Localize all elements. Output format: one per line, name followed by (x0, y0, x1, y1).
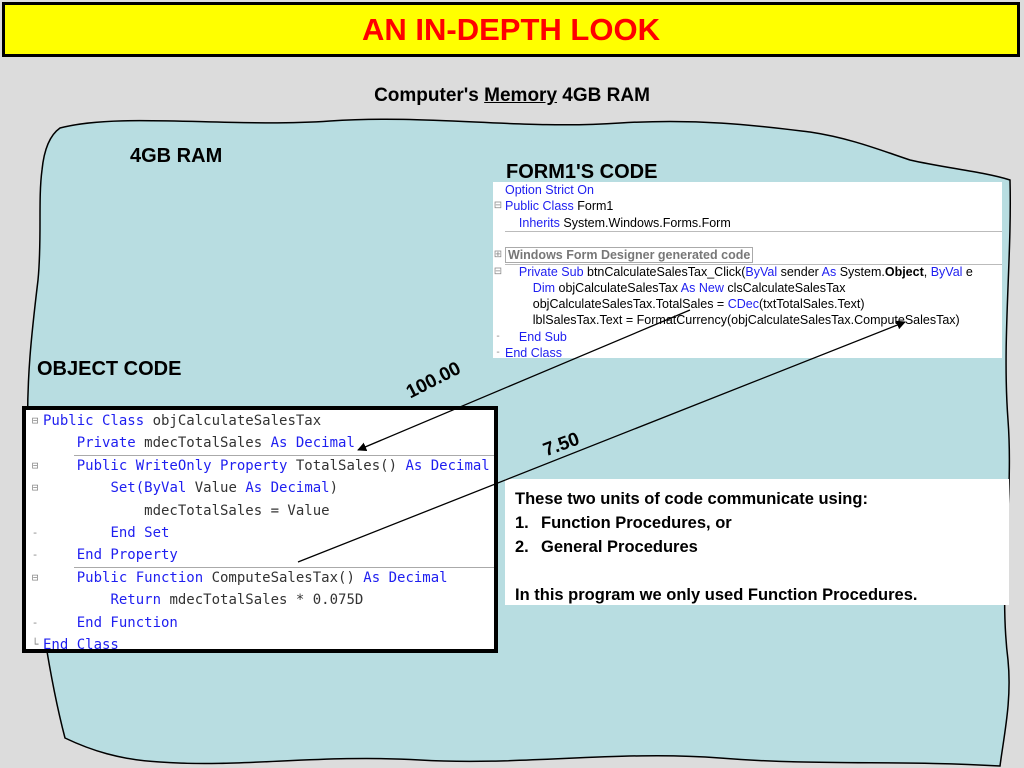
subtitle-memory: Memory (484, 85, 558, 106)
form1-code-line-text: End Sub (518, 329, 567, 344)
object-code-line: mdecTotalSales = Value (26, 500, 494, 522)
object-code-panel: ⊟ Public Class objCalculateSalesTax Priva… (22, 406, 498, 653)
code-separator (505, 263, 1002, 265)
outline-glyph-icon: ⊟ (493, 200, 503, 212)
form1-code-line: lblSalesTax.Text = FormatCurrency(objCal… (493, 312, 1002, 328)
outline-glyph-icon: └ (31, 638, 39, 651)
title-banner: AN IN-DEPTH LOOK (2, 2, 1020, 57)
object-code-line: Private mdecTotalSales As Decimal (26, 432, 494, 454)
object-code-line: - End Property (26, 544, 494, 566)
outline-glyph-icon: - (31, 526, 39, 539)
form1-code-line-text: Private Sub btnCalculateSalesTax_Click(B… (518, 264, 973, 279)
outline-glyph-icon (493, 182, 503, 198)
form1-code-line: objCalculateSalesTax.TotalSales = CDec(t… (493, 296, 1002, 312)
object-code-line: ⊟ Public Function ComputeSalesTax() As D… (26, 567, 494, 589)
form1-code-line-text: Inherits System.Windows.Forms.Form (518, 215, 731, 230)
note-item-1-num: 1. (515, 514, 529, 532)
note-item-2-num: 2. (515, 538, 529, 556)
form1-code-line: ⊟Public Class Form1 (493, 198, 1002, 214)
form1-code-line: Option Strict On (493, 182, 1002, 198)
form1-code-line-text: objCalculateSalesTax.TotalSales = CDec(t… (505, 297, 865, 312)
outline-glyph-icon (28, 500, 42, 522)
object-code-line: ⊟ Set(ByVal Value As Decimal) (26, 477, 494, 499)
object-code-line-text: End Class (43, 637, 119, 653)
outline-glyph-icon: ⊟ (493, 265, 503, 277)
outline-glyph-icon (28, 589, 42, 611)
outline-glyph-icon: - (31, 615, 39, 629)
form1-code-line: Inherits System.Windows.Forms.Form (493, 215, 1002, 231)
form1-code-line-text: End Class (505, 346, 562, 358)
outline-glyph-icon (493, 231, 503, 247)
object-code-line-text: Public Function ComputeSalesTax() As Dec… (76, 569, 448, 586)
object-code-line-text: Public WriteOnly Property TotalSales() A… (76, 457, 490, 474)
object-code-line: - End Set (26, 522, 494, 544)
outline-glyph-icon (493, 312, 503, 328)
form1-code-line-text: Dim objCalculateSalesTax As New clsCalcu… (532, 280, 846, 295)
outline-glyph-icon (28, 432, 42, 454)
object-code-line-text: Private mdecTotalSales As Decimal (76, 435, 355, 452)
note-item-2-text: General Procedures (541, 538, 698, 556)
object-code-line-text: Public Class objCalculateSalesTax (43, 413, 322, 429)
object-code-line-text: End Property (76, 547, 178, 564)
outline-glyph-icon: ⊞ (493, 249, 503, 261)
object-code-line-text: End Function (76, 614, 178, 631)
collapsed-region: Windows Form Designer generated code (505, 247, 754, 264)
outline-glyph-icon: - (496, 347, 500, 358)
code-separator (74, 566, 494, 568)
form1-code-line: ⊞Windows Form Designer generated code (493, 247, 1002, 264)
ram-label: 4GB RAM (130, 145, 223, 167)
note-item-1-text: Function Procedures, or (541, 514, 732, 532)
form1-code-line-text: Windows Form Designer generated code (505, 247, 754, 264)
subtitle-suffix: 4GB RAM (557, 85, 650, 106)
outline-glyph-icon: ⊟ (31, 481, 39, 495)
code-separator (505, 230, 1002, 232)
object-code-line-text: End Set (110, 525, 170, 541)
note-box: These two units of code communicate usin… (505, 479, 1009, 605)
outline-glyph-icon: ⊟ (31, 414, 39, 427)
subtitle-prefix: Computer's (374, 85, 485, 106)
object-code-line: └ End Class (26, 634, 494, 653)
object-code-line: Return mdecTotalSales * 0.075D (26, 589, 494, 611)
outline-glyph-icon: - (496, 330, 500, 342)
outline-glyph-icon: ⊟ (31, 458, 39, 472)
object-code-line: ⊟ Public WriteOnly Property TotalSales()… (26, 455, 494, 477)
form1-code-line: -End Class (493, 345, 1002, 358)
note-item-2: 2. General Procedures (515, 535, 999, 559)
form1-code-line: Dim objCalculateSalesTax As New clsCalcu… (493, 280, 1002, 296)
form1-code-panel: Option Strict On⊟Public Class Form1 Inhe… (493, 182, 1002, 358)
note-item-1: 1. Function Procedures, or (515, 511, 999, 535)
form1-code-label: FORM1'S CODE (506, 161, 658, 183)
note-footer: In this program we only used Function Pr… (515, 586, 918, 604)
form1-code-line-text: lblSalesTax.Text = FormatCurrency(objCal… (505, 313, 960, 328)
outline-glyph-icon (493, 215, 503, 231)
subtitle: Computer's Memory 4GB RAM (0, 85, 1024, 107)
form1-code-line-text: Option Strict On (505, 183, 594, 197)
form1-code-line: - End Sub (493, 329, 1002, 345)
form1-code-line: ⊟ Private Sub btnCalculateSalesTax_Click… (493, 264, 1002, 280)
object-code-line: - End Function (26, 612, 494, 634)
outline-glyph-icon (493, 280, 503, 296)
object-code-line-text: mdecTotalSales = Value (43, 502, 330, 519)
code-separator (74, 454, 494, 456)
note-heading: These two units of code communicate usin… (515, 490, 868, 508)
note-spacer (515, 559, 999, 583)
form1-code-line-text: Public Class Form1 (505, 199, 614, 214)
outline-glyph-icon (493, 296, 503, 312)
object-code-line-text: Set(ByVal Value As Decimal) (110, 480, 339, 497)
outline-glyph-icon: - (31, 548, 39, 562)
outline-glyph-icon: ⊟ (31, 570, 39, 584)
page-title: AN IN-DEPTH LOOK (362, 12, 660, 47)
object-code-line: ⊟ Public Class objCalculateSalesTax (26, 410, 494, 432)
object-code-line-text: Return mdecTotalSales * 0.075D (110, 592, 364, 609)
object-code-label: OBJECT CODE (37, 358, 182, 380)
form1-code-line (493, 231, 1002, 247)
